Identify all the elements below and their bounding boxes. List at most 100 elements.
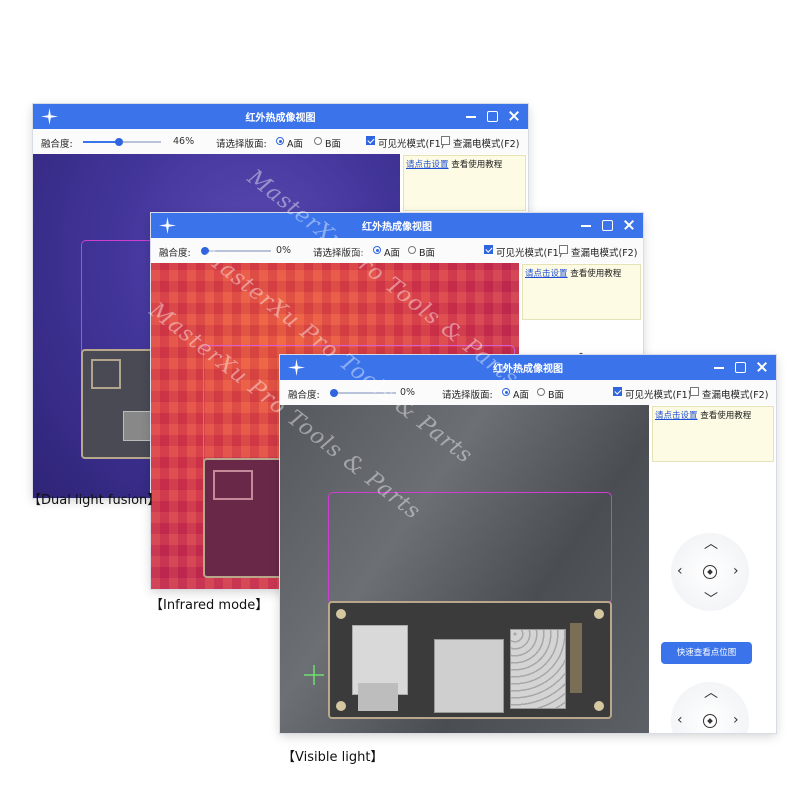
blend-slider-thumb[interactable] — [201, 247, 209, 255]
close-button[interactable] — [753, 357, 771, 377]
face-b-radio[interactable] — [314, 137, 322, 145]
crosshair-icon — [304, 665, 324, 685]
visible-mode-checkbox[interactable] — [613, 387, 622, 396]
blend-label: 融合度: — [288, 390, 320, 401]
blend-slider[interactable] — [83, 138, 161, 146]
blend-percent: 46% — [173, 136, 195, 147]
board-component — [336, 701, 346, 711]
board-image — [203, 458, 285, 578]
leak-mode-checkbox[interactable] — [559, 245, 568, 254]
board-component — [594, 701, 604, 711]
leak-mode-label: 查漏电模式(F2) — [571, 248, 638, 259]
tutorial-text: 查看使用教程 — [451, 160, 503, 170]
chevron-right-icon[interactable]: › — [733, 712, 739, 728]
board-component — [570, 623, 582, 693]
face-b-label: B面 — [548, 390, 565, 401]
blend-slider[interactable] — [201, 247, 271, 255]
toolbar: 融合度: 46% 请选择版面: A面 B面 可见光模式(F1) 查漏电模式(F2… — [33, 129, 528, 154]
side-panel: 请点击设置 查看使用教程 ︿ ‹ › ﹀ 快速查看点位图 ︿ ‹ › ﹀ — [649, 405, 776, 733]
board-component — [91, 359, 121, 389]
settings-link[interactable]: 请点击设置 — [406, 160, 449, 170]
blend-slider-thumb[interactable] — [330, 389, 338, 397]
maximize-button[interactable] — [731, 357, 749, 377]
window-title: 红外热成像视图 — [493, 364, 563, 375]
leak-mode-label: 查漏电模式(F2) — [702, 390, 769, 401]
board-component — [123, 411, 153, 441]
tutorial-text: 查看使用教程 — [700, 411, 752, 421]
face-a-label: A面 — [287, 139, 303, 150]
note-box: 请点击设置 查看使用教程 — [403, 155, 526, 211]
face-a-radio[interactable] — [276, 137, 284, 145]
blend-percent: 0% — [400, 387, 416, 398]
maximize-button[interactable] — [598, 215, 616, 235]
board-component — [594, 609, 604, 619]
face-a-label: A面 — [513, 390, 529, 401]
note-box: 请点击设置 查看使用教程 — [652, 406, 774, 462]
face-b-label: B面 — [419, 248, 436, 259]
visible-mode-checkbox[interactable] — [484, 245, 493, 254]
title-bar[interactable]: 红外热成像视图 — [280, 355, 776, 380]
tutorial-text: 查看使用教程 — [570, 269, 622, 279]
visible-mode-label: 可见光模式(F1) — [496, 248, 563, 259]
minimize-button[interactable] — [710, 357, 728, 377]
chevron-left-icon[interactable]: ‹ — [677, 563, 683, 579]
camera-viewport[interactable] — [280, 405, 649, 733]
face-select-label: 请选择版面: — [313, 248, 364, 259]
leak-mode-checkbox[interactable] — [441, 136, 450, 145]
face-a-radio[interactable] — [373, 246, 381, 254]
face-b-radio[interactable] — [537, 388, 545, 396]
close-button[interactable] — [505, 106, 523, 126]
toolbar: 融合度: 0% 请选择版面: A面 B面 可见光模式(F1) 查漏电模式(F2) — [280, 380, 776, 405]
camera-dpad: ︿ ‹ › ﹀ — [671, 533, 749, 611]
board-component — [336, 609, 346, 619]
caption-visible: 【Visible light】 — [282, 750, 384, 765]
maximize-button[interactable] — [483, 106, 501, 126]
window-title: 红外热成像视图 — [245, 113, 316, 124]
face-select-label: 请选择版面: — [442, 390, 493, 401]
board-component — [434, 639, 504, 713]
face-a-radio[interactable] — [502, 388, 510, 396]
minimize-button[interactable] — [462, 106, 480, 126]
settings-link[interactable]: 请点击设置 — [655, 411, 698, 421]
caption-fusion: 【Dual light fusion】 — [28, 493, 161, 508]
board-component — [510, 629, 566, 709]
toolbar: 融合度: 0% 请选择版面: A面 B面 可见光模式(F1) 查漏电模式(F2) — [151, 238, 643, 263]
title-bar[interactable]: 红外热成像视图 — [33, 104, 528, 129]
leak-mode-label: 查漏电模式(F2) — [453, 139, 520, 150]
blend-slider[interactable] — [330, 389, 396, 397]
visible-mode-label: 可见光模式(F1) — [625, 390, 692, 401]
blend-label: 融合度: — [159, 248, 191, 259]
title-bar[interactable]: 红外热成像视图 — [151, 213, 643, 238]
app-star-icon — [158, 216, 177, 235]
visible-mode-label: 可见光模式(F1) — [378, 139, 445, 150]
blend-slider-fill — [83, 141, 119, 143]
board-component — [358, 683, 398, 711]
board-outline — [328, 492, 612, 604]
quick-view-button[interactable]: 快速查看点位图 — [661, 642, 752, 664]
chevron-up-icon[interactable]: ︿ — [704, 536, 718, 552]
face-b-label: B面 — [325, 139, 342, 150]
blend-slider-thumb[interactable] — [114, 138, 123, 146]
center-target-icon[interactable] — [703, 565, 717, 579]
face-select-label: 请选择版面: — [216, 139, 267, 150]
chevron-up-icon[interactable]: ︿ — [704, 685, 718, 701]
chevron-down-icon[interactable]: ﹀ — [704, 592, 718, 608]
center-target-icon[interactable] — [703, 714, 717, 728]
app-star-icon — [287, 358, 306, 377]
visible-window: 红外热成像视图 融合度: 0% 请选择版面: A面 B面 可见光模式(F1) 查… — [280, 355, 776, 733]
settings-link[interactable]: 请点击设置 — [525, 269, 568, 279]
minimize-button[interactable] — [577, 215, 595, 235]
leak-mode-checkbox[interactable] — [690, 387, 699, 396]
board-image — [328, 601, 612, 719]
visible-mode-checkbox[interactable] — [366, 136, 375, 145]
chevron-right-icon[interactable]: › — [733, 563, 739, 579]
window-title: 红外热成像视图 — [362, 222, 432, 233]
close-button[interactable] — [620, 215, 638, 235]
blend-percent: 0% — [276, 245, 292, 256]
board-component — [213, 470, 253, 500]
face-b-radio[interactable] — [408, 246, 416, 254]
blend-label: 融合度: — [41, 139, 73, 150]
caption-infrared: 【Infrared mode】 — [150, 598, 269, 613]
chevron-left-icon[interactable]: ‹ — [677, 712, 683, 728]
app-star-icon — [40, 107, 59, 126]
